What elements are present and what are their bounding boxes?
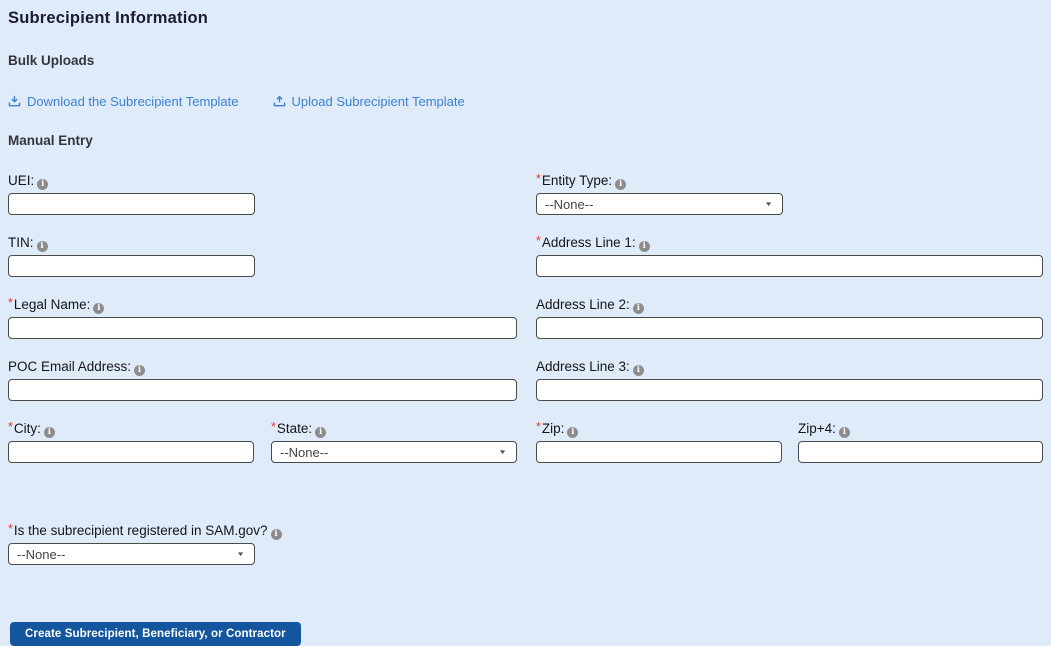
address-line-2-input[interactable] bbox=[536, 317, 1043, 339]
field-address-line-2: Address Line 2:i bbox=[536, 296, 1043, 339]
info-icon[interactable]: i bbox=[632, 365, 644, 376]
uei-input[interactable] bbox=[8, 193, 255, 215]
download-link-label: Download the Subrecipient Template bbox=[27, 94, 239, 109]
zip-label: *Zip:i bbox=[536, 420, 782, 438]
address-line-3-label: Address Line 3:i bbox=[536, 358, 1043, 376]
uei-label: UEI:i bbox=[8, 172, 517, 190]
info-icon[interactable]: i bbox=[315, 427, 327, 438]
required-marker: * bbox=[8, 420, 13, 434]
field-sam-registered: *Is the subrecipient registered in SAM.g… bbox=[8, 522, 517, 565]
required-marker: * bbox=[8, 296, 13, 310]
zip-plus-4-input[interactable] bbox=[798, 441, 1043, 463]
field-legal-name: *Legal Name:i bbox=[8, 296, 517, 339]
field-address-line-1: *Address Line 1:i bbox=[536, 234, 1043, 277]
page-title: Subrecipient Information bbox=[8, 9, 209, 27]
field-poc-email: POC Email Address:i bbox=[8, 358, 517, 401]
upload-template-link[interactable]: Upload Subrecipient Template bbox=[273, 94, 465, 109]
state-select-wrap: --None-- ▼ bbox=[271, 441, 517, 463]
create-subrecipient-button[interactable]: Create Subrecipient, Beneficiary, or Con… bbox=[10, 622, 301, 646]
field-address-line-3: Address Line 3:i bbox=[536, 358, 1043, 401]
poc-email-label: POC Email Address:i bbox=[8, 358, 517, 376]
field-zip: *Zip:i bbox=[536, 420, 782, 463]
bulk-uploads-heading: Bulk Uploads bbox=[8, 53, 95, 68]
info-icon[interactable]: i bbox=[36, 241, 48, 252]
entity-type-label: *Entity Type:i bbox=[536, 172, 1043, 190]
sam-registered-select[interactable]: --None-- bbox=[8, 543, 255, 565]
info-icon[interactable]: i bbox=[567, 427, 579, 438]
download-icon bbox=[8, 95, 21, 108]
address-line-3-input[interactable] bbox=[536, 379, 1043, 401]
field-uei: UEI:i bbox=[8, 172, 517, 215]
info-icon[interactable]: i bbox=[632, 303, 644, 314]
upload-icon bbox=[273, 95, 286, 108]
zip-input[interactable] bbox=[536, 441, 782, 463]
state-select[interactable]: --None-- bbox=[271, 441, 517, 463]
field-state: *State:i --None-- ▼ bbox=[271, 420, 517, 463]
info-icon[interactable]: i bbox=[37, 179, 49, 190]
info-icon[interactable]: i bbox=[615, 179, 627, 190]
required-marker: * bbox=[271, 420, 276, 434]
required-marker: * bbox=[8, 522, 13, 536]
entity-type-select-wrap: --None-- ▼ bbox=[536, 193, 783, 215]
legal-name-label: *Legal Name:i bbox=[8, 296, 517, 314]
legal-name-input[interactable] bbox=[8, 317, 517, 339]
manual-entry-form: UEI:i *Entity Type:i --None-- ▼ TIN:i bbox=[8, 172, 1043, 584]
address-line-1-label: *Address Line 1:i bbox=[536, 234, 1043, 252]
info-icon[interactable]: i bbox=[270, 529, 282, 540]
poc-email-input[interactable] bbox=[8, 379, 517, 401]
tin-label: TIN:i bbox=[8, 234, 517, 252]
address-line-2-label: Address Line 2:i bbox=[536, 296, 1043, 314]
sam-registered-select-wrap: --None-- ▼ bbox=[8, 543, 255, 565]
field-zip-plus-4: Zip+4:i bbox=[798, 420, 1043, 463]
city-state-row: *City:i *State:i --None-- ▼ bbox=[8, 420, 517, 463]
city-input[interactable] bbox=[8, 441, 254, 463]
sam-registered-label: *Is the subrecipient registered in SAM.g… bbox=[8, 522, 517, 540]
field-tin: TIN:i bbox=[8, 234, 517, 277]
info-icon[interactable]: i bbox=[638, 241, 650, 252]
address-line-1-input[interactable] bbox=[536, 255, 1043, 277]
city-label: *City:i bbox=[8, 420, 254, 438]
info-icon[interactable]: i bbox=[43, 427, 55, 438]
zip-row: *Zip:i Zip+4:i bbox=[536, 420, 1043, 463]
field-city: *City:i bbox=[8, 420, 254, 463]
upload-link-label: Upload Subrecipient Template bbox=[291, 94, 465, 109]
field-entity-type: *Entity Type:i --None-- ▼ bbox=[536, 172, 1043, 215]
entity-type-select[interactable]: --None-- bbox=[536, 193, 783, 215]
tin-input[interactable] bbox=[8, 255, 255, 277]
info-icon[interactable]: i bbox=[134, 365, 146, 376]
download-template-link[interactable]: Download the Subrecipient Template bbox=[8, 94, 239, 109]
required-marker: * bbox=[536, 172, 541, 186]
info-icon[interactable]: i bbox=[93, 303, 105, 314]
required-marker: * bbox=[536, 420, 541, 434]
manual-entry-heading: Manual Entry bbox=[8, 133, 93, 148]
info-icon[interactable]: i bbox=[838, 427, 850, 438]
required-marker: * bbox=[536, 234, 541, 248]
state-label: *State:i bbox=[271, 420, 517, 438]
template-links-row: Download the Subrecipient Template Uploa… bbox=[8, 94, 1043, 109]
zip-plus-4-label: Zip+4:i bbox=[798, 420, 1043, 438]
